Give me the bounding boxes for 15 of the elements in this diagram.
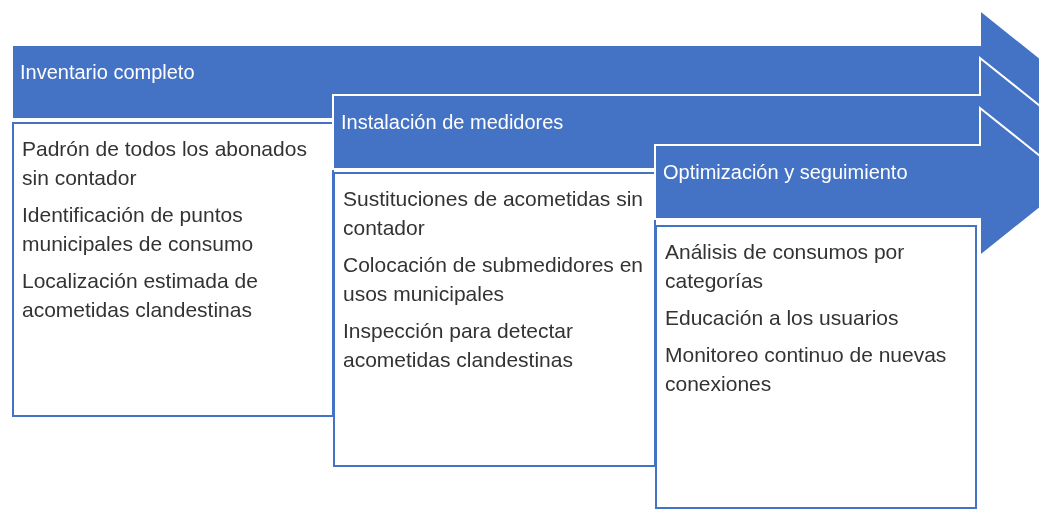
task-item: Monitoreo continuo de nuevas conexiones	[665, 342, 948, 397]
task-list-box	[655, 225, 977, 509]
task-item: Inspección para detectar acometidas clandestinas	[343, 318, 574, 373]
task-item: Análisis de consumos por categorías	[665, 239, 906, 294]
task-item: Educación a los usuarios	[665, 305, 900, 331]
task-list-box	[12, 122, 334, 417]
stage-heading: Optimización y seguimiento	[663, 161, 908, 184]
stage-heading: Instalación de medidores	[341, 111, 564, 134]
task-item: Padrón de todos los abonados sin contador	[22, 136, 308, 191]
task-item: Colocación de submedidores en usos municipales	[343, 252, 645, 307]
task-list-box	[333, 172, 656, 467]
task-item: Localización estimada de acometidas clandestinas	[22, 268, 259, 323]
task-item: Sustituciones de acometidas sin contador	[343, 186, 644, 241]
stage-heading: Inventario completo	[20, 61, 195, 84]
task-item: Identificación de puntos municipales de consumo	[22, 202, 255, 257]
